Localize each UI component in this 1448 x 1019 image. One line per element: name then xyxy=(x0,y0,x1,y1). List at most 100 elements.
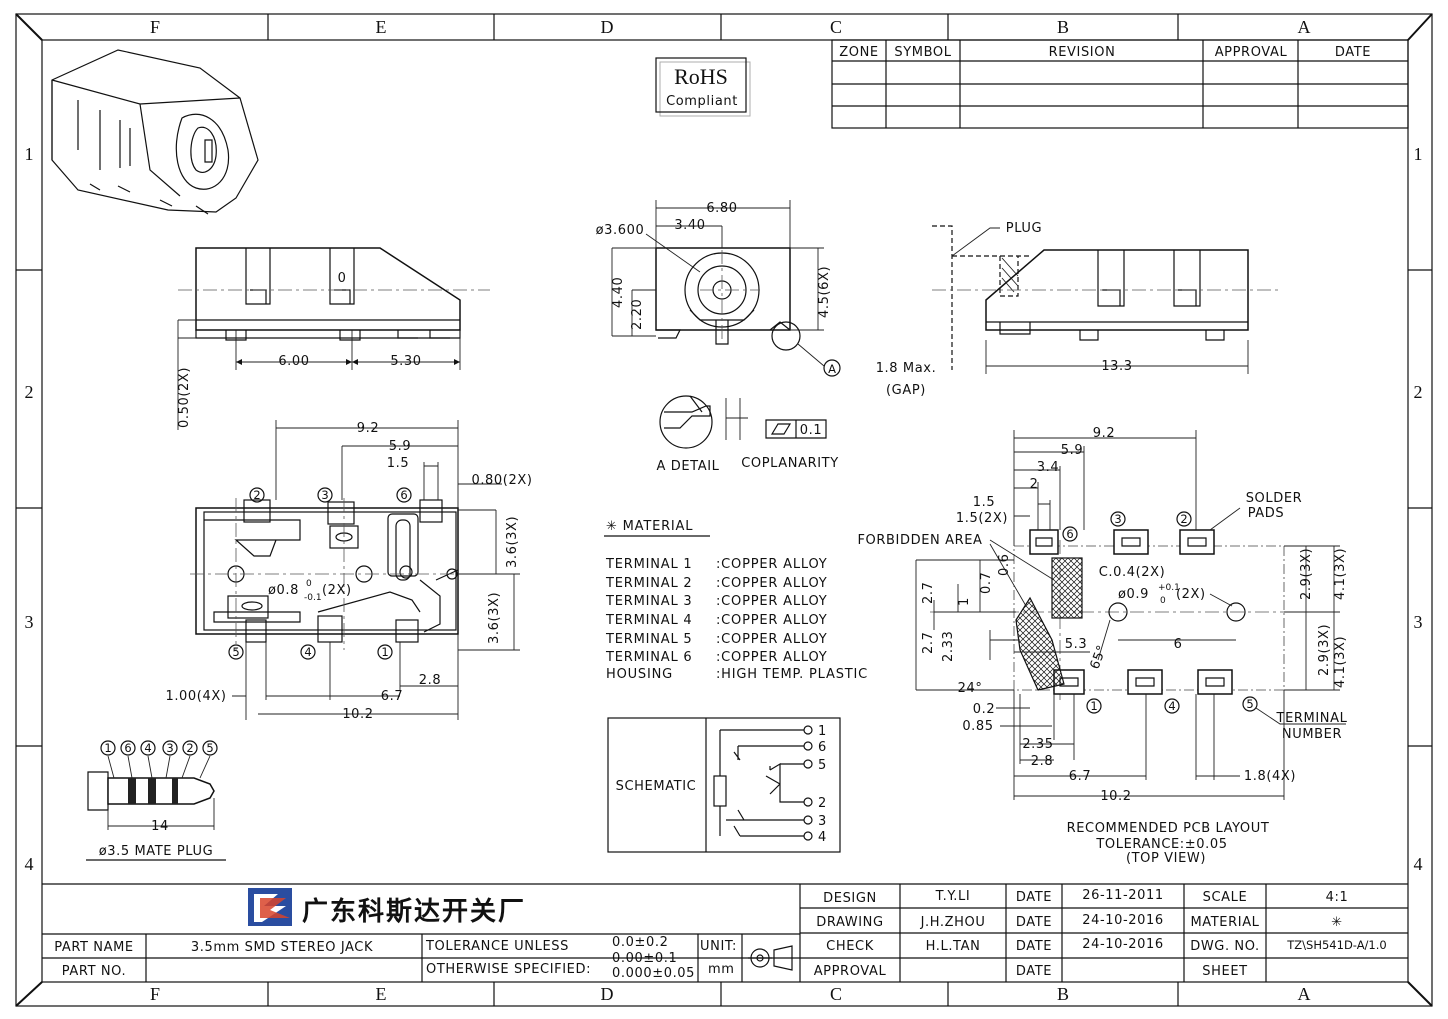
top-dim-92: 9.2 xyxy=(357,421,379,436)
schem-pin-6: 6 xyxy=(818,740,827,755)
top-view: 9.2 5.9 1.5 0.80(2X) 3.6(3X) 3.6(3X) 2 3… xyxy=(165,420,532,722)
pcb-hole-count: (2X) xyxy=(1176,587,1206,602)
pcb-dim-28: 2.8 xyxy=(1031,754,1053,769)
top-pin-1: 1 xyxy=(381,645,388,659)
pcb-hole-dn: 0 xyxy=(1160,596,1166,606)
pcb-dim-085: 0.85 xyxy=(962,719,993,734)
top-pin-6: 6 xyxy=(400,488,407,502)
pcb-dim-233: 2.33 xyxy=(941,631,956,662)
side-dim-680: 6.80 xyxy=(706,201,737,216)
material-list: ✳ MATERIAL TERMINAL 1 :COPPER ALLOY TERM… xyxy=(604,519,868,682)
zone-row-right-1: 1 xyxy=(1414,144,1423,164)
zone-labels: F E D C B A F E D C B A 1 2 3 4 1 2 3 4 xyxy=(25,17,1423,1004)
pcb-pin-3: 3 xyxy=(1114,512,1121,526)
pcb-solder-2: PADS xyxy=(1248,506,1285,521)
coplanarity-tolerance: 0.1 xyxy=(800,423,822,438)
side-view: 6.80 3.40 ø3.600 4.40 2.20 4.5(6X) A xyxy=(596,200,841,377)
material-value: ✳ xyxy=(1331,915,1343,930)
zone-row-left-1: 1 xyxy=(25,144,34,164)
material-label: MATERIAL xyxy=(1190,915,1259,930)
material-row-7-value: :HIGH TEMP. PLASTIC xyxy=(716,667,868,682)
material-row-6-name: TERMINAL 6 xyxy=(605,650,693,665)
material-row-5-value: :COPPER ALLOY xyxy=(716,632,828,647)
company-logo xyxy=(248,888,292,926)
front-dim-600: 6.00 xyxy=(278,354,309,369)
zone-col-top-f: F xyxy=(150,17,160,37)
revision-table: ZONE SYMBOL REVISION APPROVAL DATE xyxy=(831,39,1409,129)
side-dim-340: 3.40 xyxy=(674,218,705,233)
top-hole-dia: ø0.8 xyxy=(268,583,299,598)
schem-pin-4: 4 xyxy=(818,830,827,845)
zone-col-top-e: E xyxy=(376,17,387,37)
top-dim-15: 1.5 xyxy=(387,456,409,471)
drawing-value: J.H.ZHOU xyxy=(920,915,986,930)
pcb-pin-1: 1 xyxy=(1090,699,1097,713)
zone-row-right-2: 2 xyxy=(1414,382,1423,402)
coplanarity-caption: COPLANARITY xyxy=(741,456,839,471)
zone-col-bot-a: A xyxy=(1298,984,1311,1004)
top-hole-tol-up: 0 xyxy=(306,579,312,589)
date-label-4: DATE xyxy=(1016,964,1052,979)
pcb-hole-up: +0.1 xyxy=(1158,583,1180,593)
scale-label: SCALE xyxy=(1203,890,1248,905)
check-value: H.L.TAN xyxy=(926,939,981,954)
tolerance-c: 0.000±0.05 xyxy=(612,966,695,981)
pcb-dim-15: 1.5 xyxy=(973,495,995,510)
sheet-label: SHEET xyxy=(1202,964,1247,979)
zone-row-right-4: 4 xyxy=(1414,854,1423,874)
company-name: 广东科斯达开关厂 xyxy=(302,896,526,927)
schem-pin-1: 1 xyxy=(818,724,827,739)
rohs-title: RoHS xyxy=(674,64,728,89)
pcb-layout: 9.2 5.9 3.4 2 1.5 1.5(2X) SOLDER PADS FO… xyxy=(857,426,1348,866)
date-label-3: DATE xyxy=(1016,939,1052,954)
pcb-terminal-1: TERMINAL xyxy=(1276,711,1348,726)
zone-col-bot-f: F xyxy=(150,984,160,1004)
material-row-4-name: TERMINAL 4 xyxy=(605,613,693,628)
zone-row-left-4: 4 xyxy=(25,854,34,874)
material-title: ✳ MATERIAL xyxy=(606,519,693,534)
schematic-label: SCHEMATIC xyxy=(616,779,697,794)
top-dim-59: 5.9 xyxy=(389,439,411,454)
pcb-c04: C.0.4(2X) xyxy=(1099,565,1166,580)
pcb-dim-29a: 2.9(3X) xyxy=(1299,548,1314,600)
top-hole-tol-dn: -0.1 xyxy=(304,593,322,603)
part-name-label: PART NAME xyxy=(54,940,134,955)
plug-pin-3: 3 xyxy=(166,741,173,755)
plug-caption: ø3.5 MATE PLUG xyxy=(99,844,214,859)
plug-pin-6: 6 xyxy=(124,741,131,755)
material-row-3-name: TERMINAL 3 xyxy=(605,594,693,609)
right-gap-2: (GAP) xyxy=(886,383,926,398)
date-value-3: 24-10-2016 xyxy=(1082,937,1164,952)
dwg-no-label: DWG. NO. xyxy=(1190,939,1260,954)
pcb-pin-callouts: 6 3 2 1 4 5 xyxy=(1062,511,1258,714)
pcb-dim-27a: 2.7 xyxy=(921,582,936,604)
top-hole-count: (2X) xyxy=(322,583,352,598)
pcb-dim-92: 9.2 xyxy=(1093,426,1115,441)
right-view: PLUG 13.3 1.8 Max. (GAP) xyxy=(876,221,1280,398)
zone-row-right-3: 3 xyxy=(1414,612,1423,632)
plug-dim-14: 14 xyxy=(151,819,169,834)
rev-header-symbol: SYMBOL xyxy=(894,45,951,60)
top-dim-102: 10.2 xyxy=(342,707,373,722)
pcb-dim-67: 6.7 xyxy=(1069,769,1091,784)
pcb-dim-65: 65° xyxy=(1088,643,1111,671)
isometric-jack-sketch xyxy=(51,49,259,215)
rev-header-revision: REVISION xyxy=(1049,45,1116,60)
drawing-label: DRAWING xyxy=(816,915,883,930)
zone-row-left-3: 3 xyxy=(25,612,34,632)
top-pin-2: 2 xyxy=(253,488,260,502)
pcb-dim-06: 0.6 xyxy=(997,554,1012,576)
pcb-dim-2: 2 xyxy=(1030,477,1039,492)
top-dim-100: 1.00(4X) xyxy=(165,689,226,704)
approval-label: APPROVAL xyxy=(814,964,887,979)
schem-pin-5: 5 xyxy=(818,758,827,773)
pcb-pin-2: 2 xyxy=(1180,512,1187,526)
scale-value: 4:1 xyxy=(1326,890,1349,905)
zone-col-bot-d: D xyxy=(601,984,614,1004)
plug-pin-4: 4 xyxy=(144,741,151,755)
pcb-hole-dia: ø0.9 xyxy=(1118,587,1149,602)
side-dim-440: 4.40 xyxy=(611,277,626,308)
material-row-3-value: :COPPER ALLOY xyxy=(716,594,828,609)
pcb-caption-1: RECOMMENDED PCB LAYOUT xyxy=(1067,821,1270,836)
top-pin-3: 3 xyxy=(321,488,328,502)
